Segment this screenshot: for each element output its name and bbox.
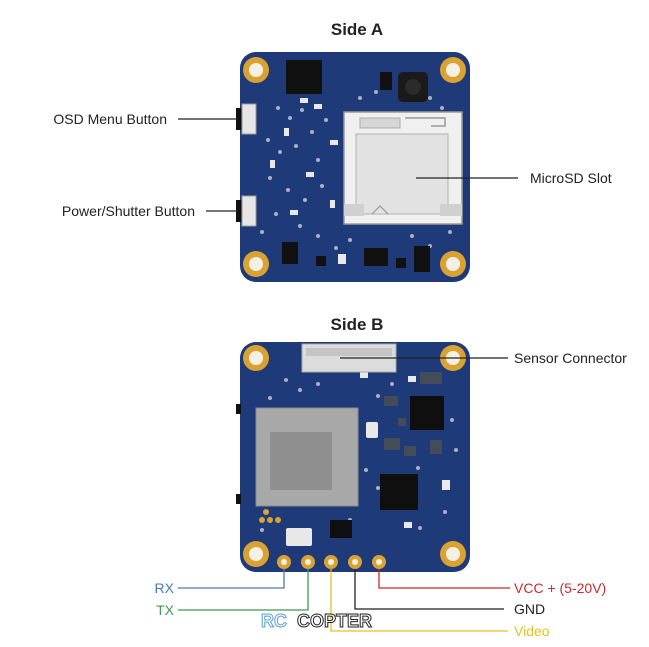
- svg-text:RC: RC: [261, 611, 287, 631]
- microsd-slot-label: MicroSD Slot: [530, 170, 612, 186]
- osd-menu-button: [236, 103, 257, 135]
- side-a-board: [236, 52, 470, 282]
- pin-gnd-label: GND: [514, 601, 545, 617]
- pin-vcc-label: VCC + (5-20V): [514, 580, 606, 596]
- side-a-mounting-holes: [243, 57, 466, 277]
- side-b-title: Side B: [331, 315, 384, 334]
- rccopter-watermark: RC COPTER: [261, 611, 373, 632]
- osd-menu-button-label: OSD Menu Button: [53, 111, 167, 127]
- power-shutter-button-label: Power/Shutter Button: [62, 203, 195, 219]
- pin-pads: [277, 555, 386, 569]
- side-b-mounting-holes: [243, 345, 466, 567]
- side-a-title: Side A: [331, 20, 383, 39]
- svg-text:COPTER: COPTER: [297, 611, 372, 631]
- microsd-slot: [343, 111, 463, 225]
- side-b-board: [236, 342, 470, 572]
- pin-tx-label: TX: [156, 602, 175, 618]
- pin-rx-label: RX: [155, 580, 175, 596]
- sensor-connector-label: Sensor Connector: [514, 350, 627, 366]
- power-shutter-button: [236, 195, 257, 227]
- pin-video-label: Video: [514, 623, 550, 639]
